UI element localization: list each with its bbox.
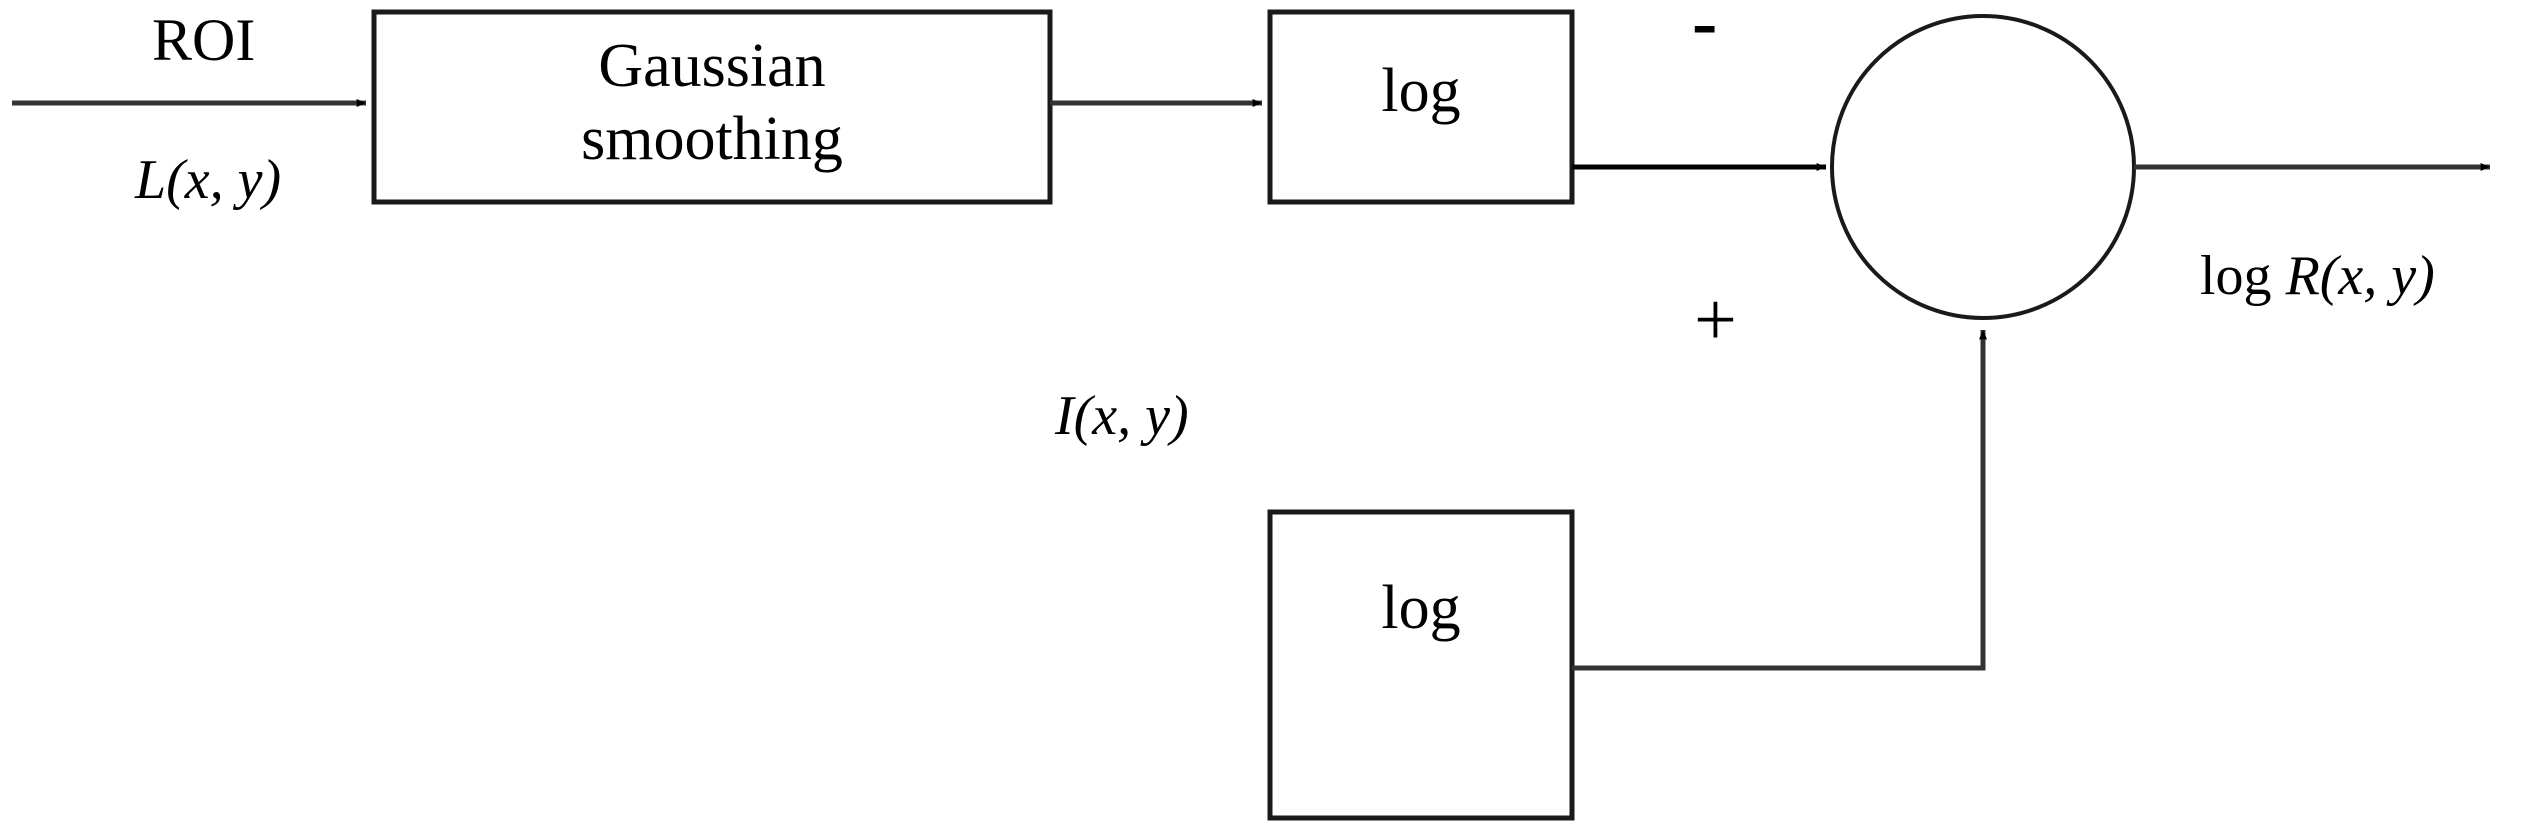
connector-log-bottom-to-junction [1572,329,1987,671]
mid-signal-label: I(x, y) [1055,385,1189,447]
log-top-label: log [1381,57,1461,125]
log-top-block [1267,9,1575,205]
output-log-prefix: log [2200,245,2286,307]
minus-sign-label: - [1692,0,1718,64]
gaussian-smoothing-label: Gaussian smoothing [581,32,843,174]
log-bottom-block [1267,509,1575,821]
gaussian-smoothing-block [371,9,1053,205]
log-bottom-label: log [1381,574,1461,642]
summing-junction-circle [1830,14,2136,320]
input-roi-label: ROI [152,7,256,73]
plus-sign-label: + [1694,278,1737,362]
input-signal-label: L(x, y) [135,149,282,211]
output-log-expr: R(x, y) [2285,245,2435,307]
output-signal-label: log R(x, y) [2200,248,2435,304]
